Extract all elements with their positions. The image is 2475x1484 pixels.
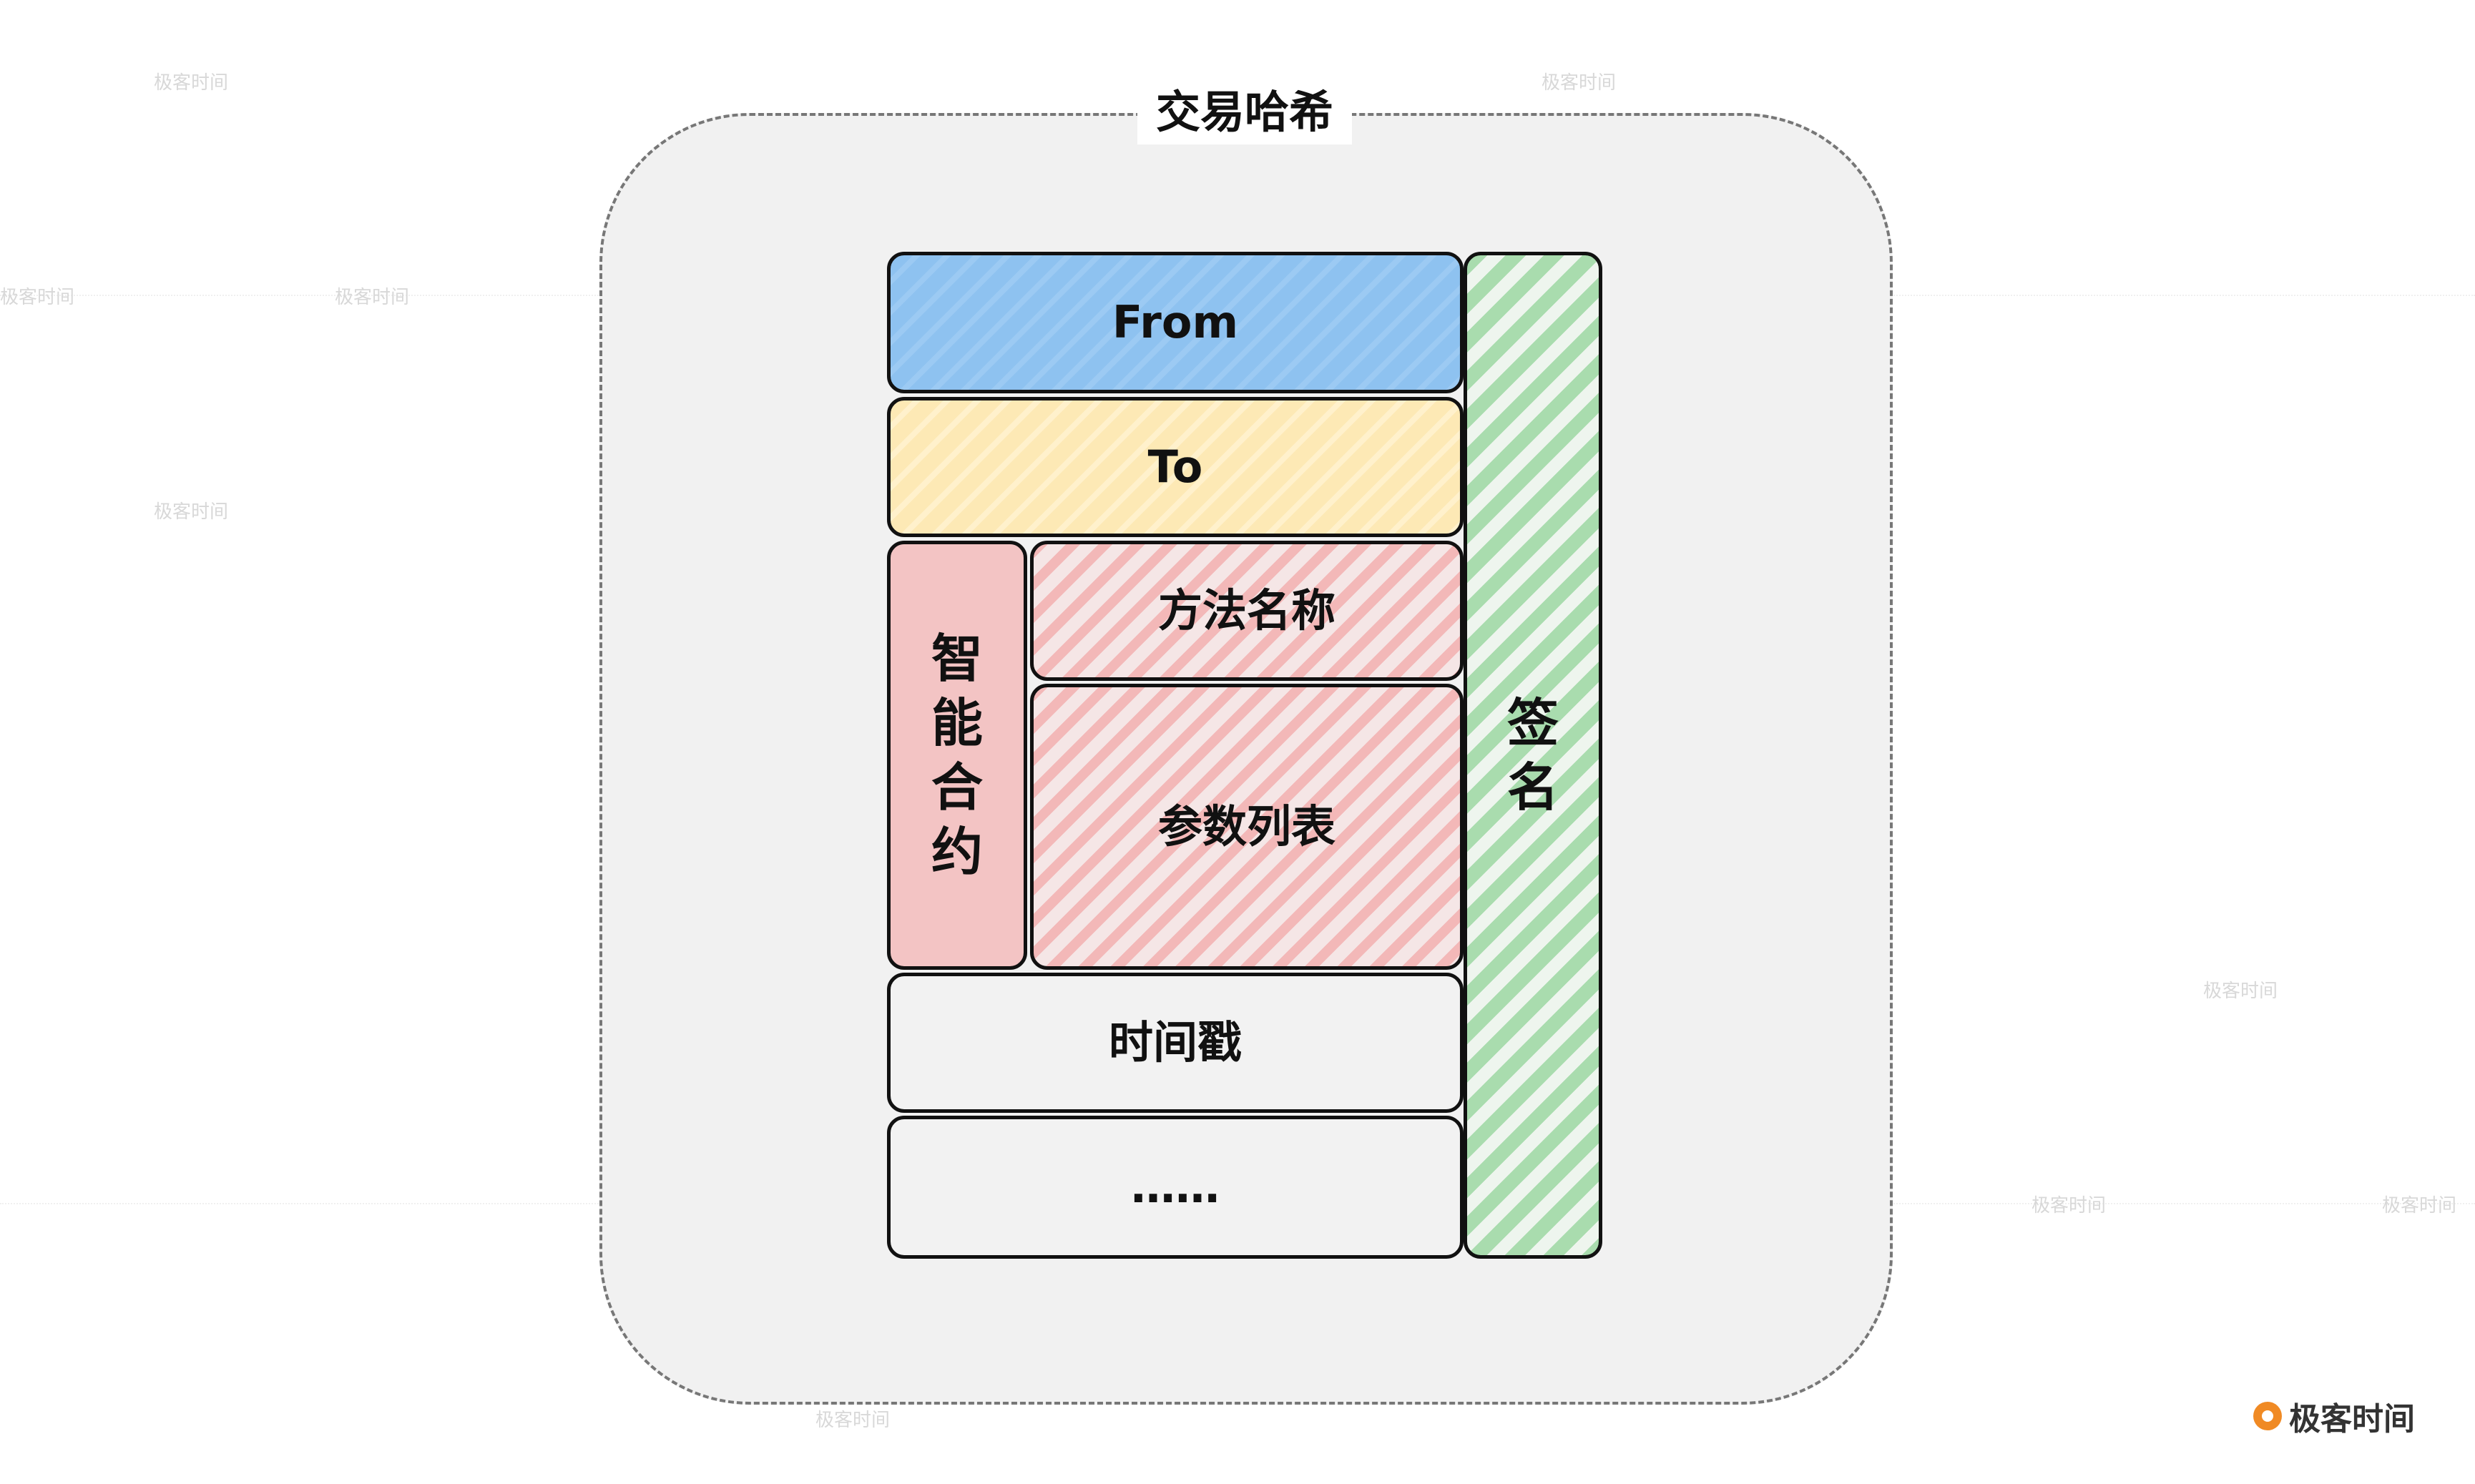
smart-contract-block: 智能合约 (887, 541, 1027, 970)
method-name-block: 方法名称 (1030, 541, 1464, 681)
method-name-label: 方法名称 (1157, 584, 1335, 637)
watermark-text: 极客时间 (2032, 1195, 2107, 1217)
to-label: To (1147, 440, 1203, 493)
brand-name: 极客时间 (2289, 1401, 2415, 1438)
watermark-text: 极客时间 (815, 1410, 891, 1431)
watermark-text: 极客时间 (0, 287, 75, 308)
brand-logo: 极客时间 (2253, 1393, 2415, 1439)
watermark-text: 极客时间 (154, 501, 229, 523)
from-label: From (1112, 295, 1239, 348)
logo-icon (2253, 1402, 2282, 1430)
timestamp-label: 时间戳 (1108, 1016, 1242, 1068)
timestamp-block: 时间戳 (887, 973, 1464, 1113)
to-block: To (887, 397, 1464, 537)
smart-contract-label: 智能合约 (931, 629, 983, 882)
signature-label: 签名 (1506, 693, 1559, 817)
more-fields-label: …… (1131, 1160, 1220, 1213)
from-block: From (887, 252, 1464, 393)
signature-block: 签名 (1464, 252, 1602, 1259)
diagram-title: 交易哈希 (1137, 80, 1352, 144)
watermark-text: 极客时间 (154, 72, 229, 94)
param-list-label: 参数列表 (1157, 800, 1335, 852)
more-fields-block: …… (887, 1116, 1464, 1259)
watermark-text: 极客时间 (1542, 72, 1617, 94)
param-list-block: 参数列表 (1030, 684, 1464, 970)
watermark-text: 极客时间 (335, 287, 410, 308)
watermark-text: 极客时间 (2203, 981, 2278, 1002)
watermark-text: 极客时间 (2382, 1195, 2457, 1217)
